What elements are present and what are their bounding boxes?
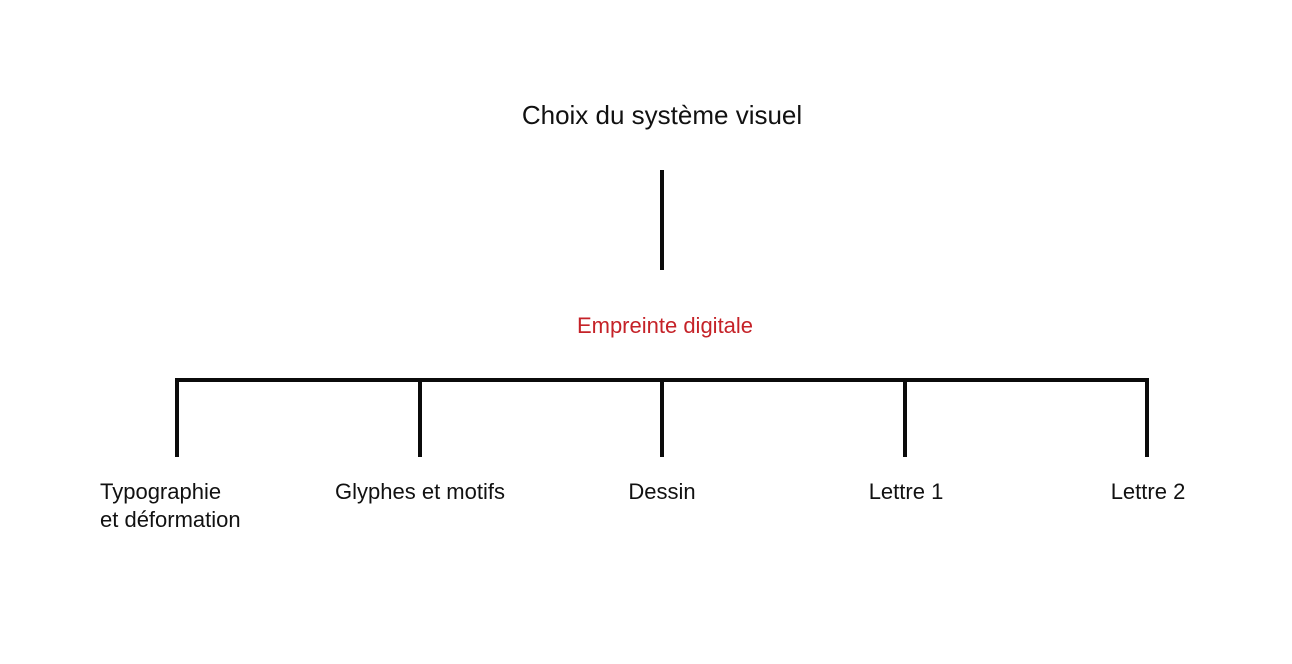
branch-line-2 (418, 378, 422, 457)
leaf-node-dessin: Dessin (628, 479, 696, 504)
leaf-node-glyphes-et-motifs: Glyphes et motifs (335, 479, 505, 504)
leaf-node-lettre-1: Lettre 1 (868, 479, 944, 504)
root-connector-line (660, 170, 664, 270)
branch-line-4 (903, 378, 907, 457)
leaf-node-lettre-2: Lettre 2 (1110, 479, 1186, 504)
diagram-title: Choix du système visuel (521, 100, 803, 130)
leaf-node-typographie-et-deformation: Typographie et déformation (100, 479, 241, 532)
branch-line-3 (660, 378, 664, 457)
branch-line-1 (175, 378, 179, 457)
branch-line-5 (1145, 378, 1149, 457)
root-node-label: Empreinte digitale (576, 313, 754, 338)
